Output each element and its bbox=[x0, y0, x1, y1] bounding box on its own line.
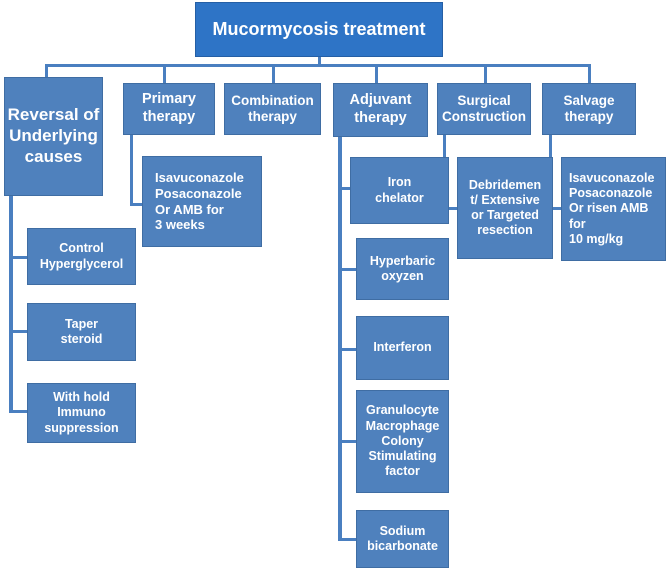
adjuvant-item-interferon: Interferon bbox=[356, 316, 449, 380]
adjuvant-tick-1 bbox=[338, 187, 350, 190]
primary-tick bbox=[130, 203, 142, 206]
salvage-tick bbox=[549, 207, 561, 210]
adjuvant-tick-2 bbox=[338, 268, 356, 271]
salvage-item-drugs: Isavuconazole Posaconazole Or risen AMB … bbox=[561, 157, 666, 261]
reversal-tick-2 bbox=[9, 330, 27, 333]
adjuvant-tick-3 bbox=[338, 348, 356, 351]
root-stem-line bbox=[318, 57, 321, 66]
drop-line-surgical bbox=[484, 64, 487, 84]
drop-line-reversal bbox=[45, 64, 48, 78]
category-adjuvant: Adjuvant therapy bbox=[333, 83, 428, 137]
surgical-item-debridement: Debridemen t/ Extensive or Targeted rese… bbox=[457, 157, 553, 259]
reversal-trunk-line bbox=[9, 196, 13, 412]
adjuvant-item-iron-chelator: Iron chelator bbox=[350, 157, 449, 224]
adjuvant-item-hyperbaric-oxygen: Hyperbaric oxyzen bbox=[356, 238, 449, 300]
primary-item-drugs: Isavuconazole Posaconazole Or AMB for 3 … bbox=[142, 156, 262, 247]
adjuvant-tick-5 bbox=[338, 538, 356, 541]
category-primary: Primary therapy bbox=[123, 83, 215, 135]
reversal-tick-3 bbox=[9, 410, 27, 413]
root-node: Mucormycosis treatment bbox=[195, 2, 443, 57]
category-salvage: Salvage therapy bbox=[542, 83, 636, 135]
category-bus-line bbox=[45, 64, 590, 67]
drop-line-adjuvant bbox=[375, 64, 378, 84]
adjuvant-trunk-line bbox=[338, 137, 342, 540]
adjuvant-tick-4 bbox=[338, 440, 356, 443]
category-surgical: Surgical Construction bbox=[437, 83, 531, 135]
primary-trunk-line bbox=[130, 135, 133, 205]
reversal-item-control-hyperglycerol: Control Hyperglycerol bbox=[27, 228, 136, 285]
reversal-item-withhold-immunosuppression: With hold Immuno suppression bbox=[27, 383, 136, 443]
category-combination: Combination therapy bbox=[224, 83, 321, 135]
drop-line-salvage bbox=[588, 64, 591, 84]
reversal-item-taper-steroid: Taper steroid bbox=[27, 303, 136, 361]
adjuvant-item-sodium-bicarbonate: Sodium bicarbonate bbox=[356, 510, 449, 568]
adjuvant-item-gm-csf: Granulocyte Macrophage Colony Stimulatin… bbox=[356, 390, 449, 493]
drop-line-combination bbox=[272, 64, 275, 84]
drop-line-primary bbox=[163, 64, 166, 84]
surgical-tick bbox=[443, 207, 457, 210]
category-reversal: Reversal of Underlying causes bbox=[4, 77, 103, 196]
reversal-tick-1 bbox=[9, 256, 27, 259]
